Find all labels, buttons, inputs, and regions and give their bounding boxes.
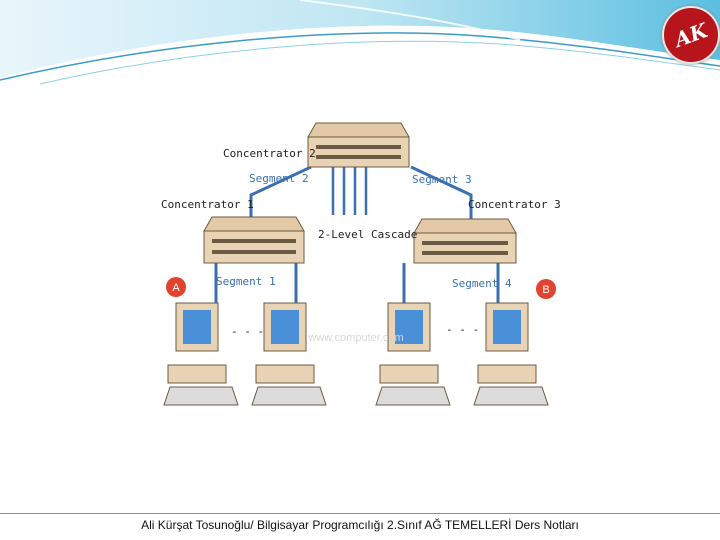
ellipsis-right: - - - bbox=[446, 323, 479, 336]
footer-divider bbox=[0, 513, 720, 514]
cascade-label: 2-Level Cascade bbox=[318, 228, 417, 241]
author-logo: AK bbox=[662, 6, 720, 64]
segment-2-label: Segment 2 bbox=[249, 172, 309, 185]
concentrator-2-device bbox=[308, 123, 409, 167]
segment-1-label: Segment 1 bbox=[216, 275, 276, 288]
segment-4-label: Segment 4 bbox=[452, 277, 512, 290]
concentrator-1-device bbox=[204, 217, 304, 263]
footer-caption: Ali Kürşat Tosunoğlu/ Bilgisayar Program… bbox=[0, 518, 720, 532]
segment-3-label: Segment 3 bbox=[412, 173, 472, 186]
concentrator-1-label: Concentrator 1 bbox=[161, 198, 254, 211]
node-a-label: A bbox=[172, 282, 180, 294]
watermark: www.computer.com bbox=[307, 332, 403, 344]
concentrator-2-label: Concentrator 2 bbox=[223, 147, 316, 160]
node-b-label: B bbox=[542, 284, 549, 296]
concentrator-3-label: Concentrator 3 bbox=[468, 198, 561, 211]
ellipsis-left: - - - bbox=[231, 325, 264, 338]
network-cascade-diagram: A B Concentrator 2 Segment 2 Segment 3 C… bbox=[156, 115, 566, 413]
concentrator-3-device bbox=[414, 219, 516, 263]
header-wave-banner bbox=[0, 0, 720, 90]
